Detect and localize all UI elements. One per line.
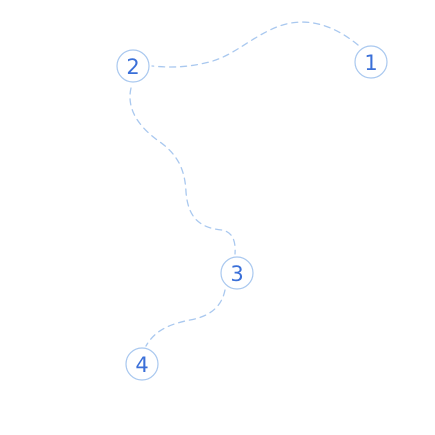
waypoint-3-label: 3 <box>230 262 243 286</box>
waypoint-2[interactable]: 2 <box>116 49 150 83</box>
waypoint-2-label: 2 <box>126 55 139 79</box>
waypoint-1-circle <box>354 45 388 79</box>
waypoint-4-label: 4 <box>135 353 148 377</box>
waypoint-4[interactable]: 4 <box>125 347 159 381</box>
route-path-1-2 <box>151 21 359 68</box>
route-path-3-4 <box>145 289 226 347</box>
waypoint-1[interactable]: 1 <box>354 45 388 79</box>
waypoint-2-circle <box>116 49 150 83</box>
waypoint-3[interactable]: 3 <box>220 256 254 290</box>
waypoint-4-circle <box>125 347 159 381</box>
waypoint-3-circle <box>220 256 254 290</box>
route-path-2-3 <box>129 87 236 255</box>
waypoint-1-label: 1 <box>364 51 377 75</box>
